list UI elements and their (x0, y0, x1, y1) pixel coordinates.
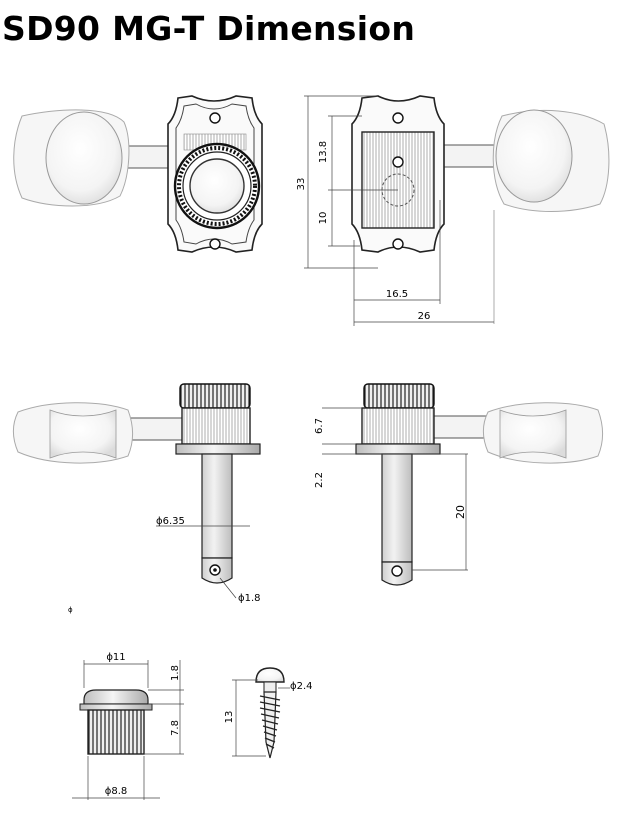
dim-lower-offset: 10 (318, 212, 329, 225)
dim-bushing-outer: ϕ11 (106, 652, 125, 663)
knurled-cap (363, 383, 435, 409)
dim-post-diameter: ϕ6.35 (156, 516, 185, 527)
screw-shank (263, 691, 277, 759)
page-title: SD90 MG-T Dimension (2, 9, 416, 48)
dim-knurl-height: 6.7 (314, 418, 325, 434)
bushing-body (87, 709, 145, 755)
button-face (45, 111, 123, 205)
dim-bushing-inner: ϕ8.8 (105, 786, 128, 797)
screw-view: 13 ϕ2.4 (224, 667, 313, 759)
gear-cover (361, 131, 435, 229)
dim-screw-diameter: ϕ2.4 (290, 681, 313, 692)
housing-base (355, 443, 441, 455)
dim-post-length: 20 (454, 505, 467, 519)
post-top (189, 158, 245, 214)
dim-total-height: 33 (296, 178, 307, 191)
dim-center-to-post: 16.5 (386, 289, 408, 300)
housing-side (181, 407, 251, 445)
screw-head (255, 667, 285, 683)
dim-string-hole: ϕ1.8 (238, 593, 261, 604)
knurled-cap (179, 383, 251, 409)
button-face (495, 109, 573, 203)
tiny-mark: ϕ (68, 606, 73, 614)
post-hidden-outline (381, 173, 415, 207)
dim-bushing-length: 7.8 (170, 720, 181, 736)
front-view (13, 95, 263, 253)
knurl-ring (177, 146, 257, 226)
dim-collar-height: 2.2 (314, 472, 325, 488)
dim-upper-offset: 13.8 (318, 141, 329, 163)
screw-hole-top (392, 112, 404, 124)
side-view-right: 6.7 2.2 20 (314, 383, 603, 586)
screw-hole-top (209, 112, 221, 124)
center-rivet (392, 156, 404, 168)
screw-hole-bottom (392, 238, 404, 250)
string-post (201, 453, 233, 559)
bushing-flange (83, 689, 149, 705)
screw-hole-bottom (209, 238, 221, 250)
dim-bushing-flange: 1.8 (170, 665, 181, 681)
string-post (381, 453, 413, 563)
housing-side (361, 407, 435, 445)
back-view: 33 13.8 10 16.5 26 (296, 95, 610, 326)
dim-screw-length: 13 (224, 711, 235, 724)
string-hole (391, 565, 403, 577)
housing-outline (175, 103, 255, 245)
cap-inner-ring (182, 151, 252, 221)
dim-total-width: 26 (418, 311, 431, 322)
side-view-left: ϕ6.35 ϕ1.8 ϕ (13, 383, 261, 614)
screw-thread (259, 695, 281, 749)
bushing-view: ϕ11 1.8 7.8 ϕ8.8 (72, 652, 184, 800)
housing-base (175, 443, 261, 455)
